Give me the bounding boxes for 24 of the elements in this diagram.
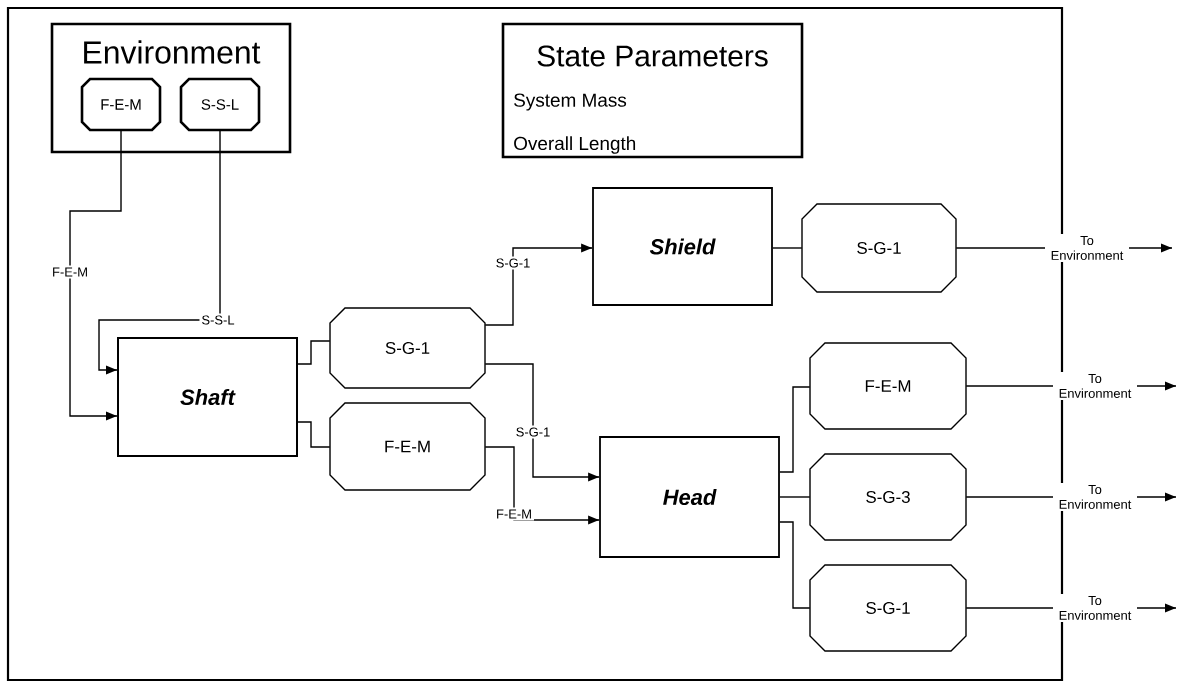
component-box: Shaft <box>117 337 298 457</box>
component-box: Head <box>599 436 780 558</box>
octagon-box: S-G-1 <box>809 564 967 652</box>
connector-arrow <box>98 129 221 375</box>
edge-label: To Environment <box>1053 594 1137 622</box>
edge-label: To Environment <box>1053 372 1137 400</box>
connector-arrow <box>484 243 593 326</box>
connector-arrow <box>484 446 600 525</box>
octagon-box: S-G-1 <box>329 307 486 389</box>
octagon-box: S-S-L <box>179 77 261 132</box>
component-box: Shield <box>592 187 773 306</box>
octagon-box: S-G-3 <box>809 453 967 541</box>
connector-arrow <box>69 129 122 421</box>
connector-arrow <box>484 363 600 482</box>
parameter-box: State Parameters System Mass Overall Length <box>501 22 804 159</box>
octagon-box: F-E-M <box>80 77 162 132</box>
edge-label: S-S-L <box>199 313 237 327</box>
edge-label: To Environment <box>1045 234 1129 262</box>
octagon-box: F-E-M <box>809 342 967 430</box>
edge-label: S-G-1 <box>513 425 553 439</box>
octagon-box: F-E-M <box>329 402 486 491</box>
edge-label: To Environment <box>1053 483 1137 511</box>
octagon-box: S-G-1 <box>801 203 957 293</box>
edge-label: S-G-1 <box>493 256 533 270</box>
